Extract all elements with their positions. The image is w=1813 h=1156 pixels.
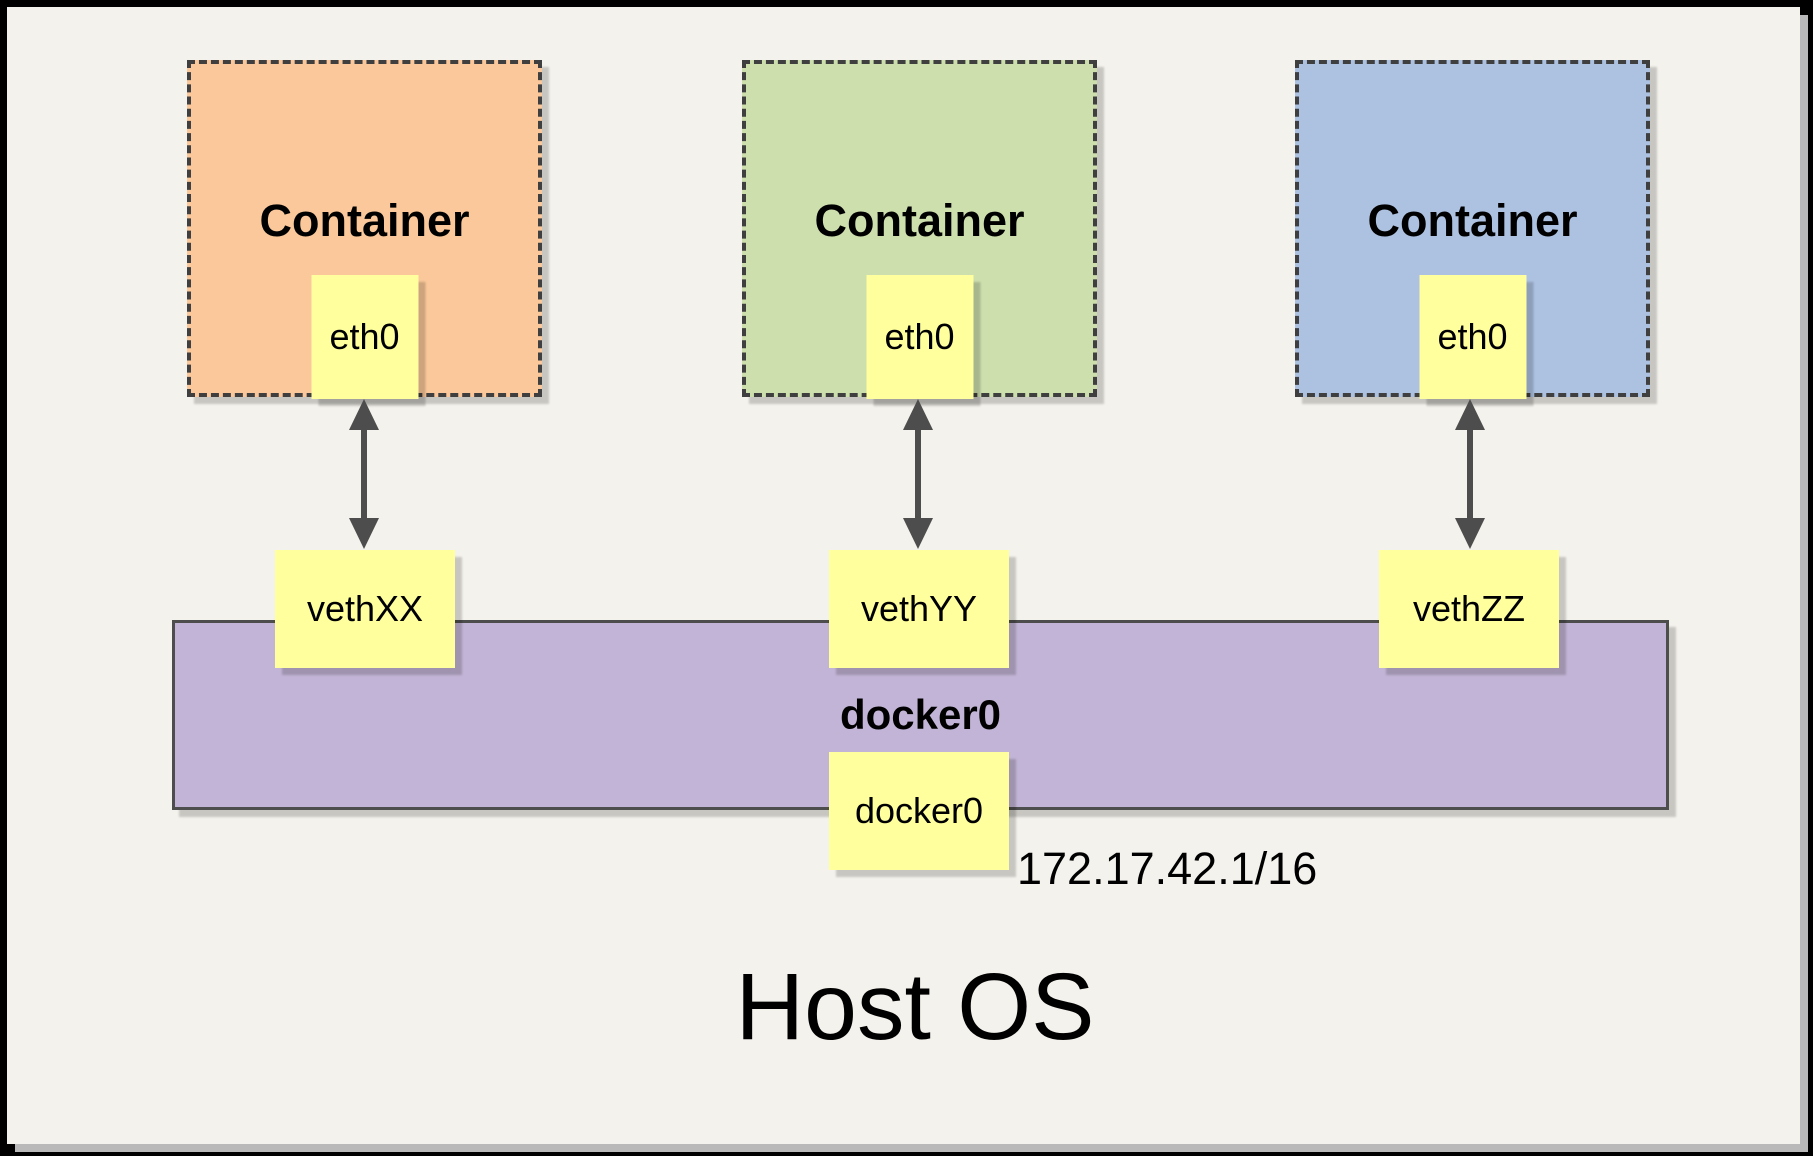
docker0-interface-box: docker0 [829,752,1009,870]
docker0-interface-label: docker0 [854,790,984,831]
eth0-box-2: eth0 [866,275,973,399]
container-box-2: Container eth0 [742,60,1097,399]
veth-box-vethzz: vethZZ [1379,550,1559,668]
container-box-1: Container eth0 [187,60,542,399]
veth-box-vethyy: vethYY [829,550,1009,668]
container-title: Container [814,195,1025,246]
eth0-label: eth0 [329,316,400,357]
container-title: Container [1367,195,1578,246]
veth-box-vethxx: vethXX [275,550,455,668]
eth0-box-3: eth0 [1419,275,1526,399]
veth-label: vethXX [306,588,424,629]
container-title: Container [259,195,470,246]
docker0-bridge-label: docker0 [839,691,1002,738]
eth0-label: eth0 [1437,316,1508,357]
eth0-label: eth0 [884,316,955,357]
host-os-label: Host OS [735,954,1095,1060]
host-os-page: Container eth0 Container eth0 Container … [7,7,1800,1144]
double-arrow-icon [1455,399,1485,549]
double-arrow-icon [903,399,933,549]
bridge-ip-label: 172.17.42.1/16 [1017,843,1318,894]
veth-label: vethYY [860,588,978,629]
double-arrow-icon [349,399,379,549]
eth0-box-1: eth0 [311,275,418,399]
container-box-3: Container eth0 [1295,60,1650,399]
veth-label: vethZZ [1412,588,1526,629]
